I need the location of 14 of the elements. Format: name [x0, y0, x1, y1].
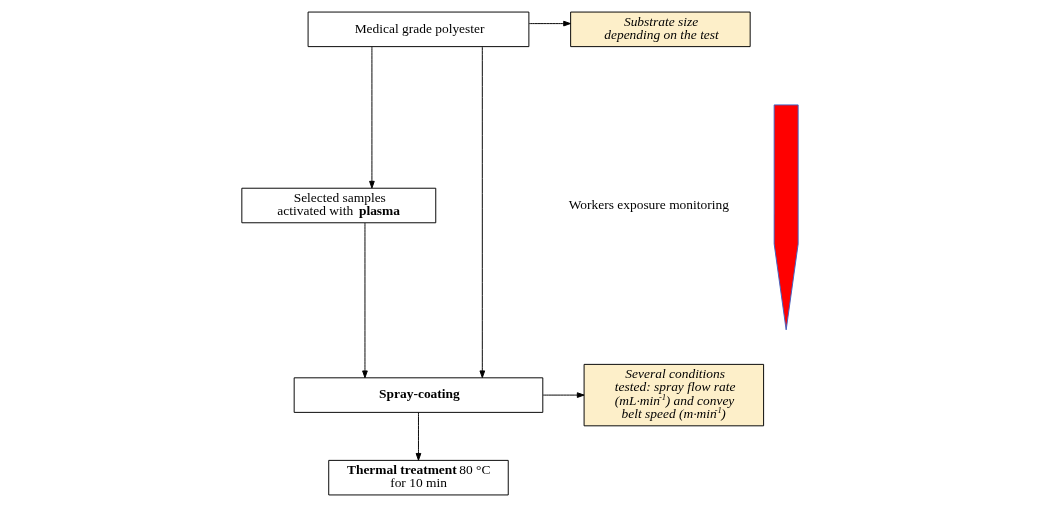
node-box: Several conditions tested: spray flow rate (mL·min$^{-1}$) and convey belt speed (m·min$^{-1}$) [583, 363, 765, 427]
arrow [369, 46, 375, 189]
arrow [362, 222, 368, 379]
node-box: Thermal treatment 80 °C for 10 min [328, 459, 509, 496]
arrow [479, 46, 486, 379]
node-box: Medical grade polyester [307, 11, 530, 48]
node-box: Selected samples activated with plasma [241, 187, 437, 224]
node-arrow [773, 104, 799, 331]
node-box: Substrate size depending on the test [570, 11, 751, 48]
node-label: Workers exposure monitoring [568, 197, 729, 213]
node-box: Spray-coating [293, 377, 544, 413]
arrow [528, 20, 571, 27]
arrow [542, 392, 585, 398]
arrow [415, 412, 422, 461]
